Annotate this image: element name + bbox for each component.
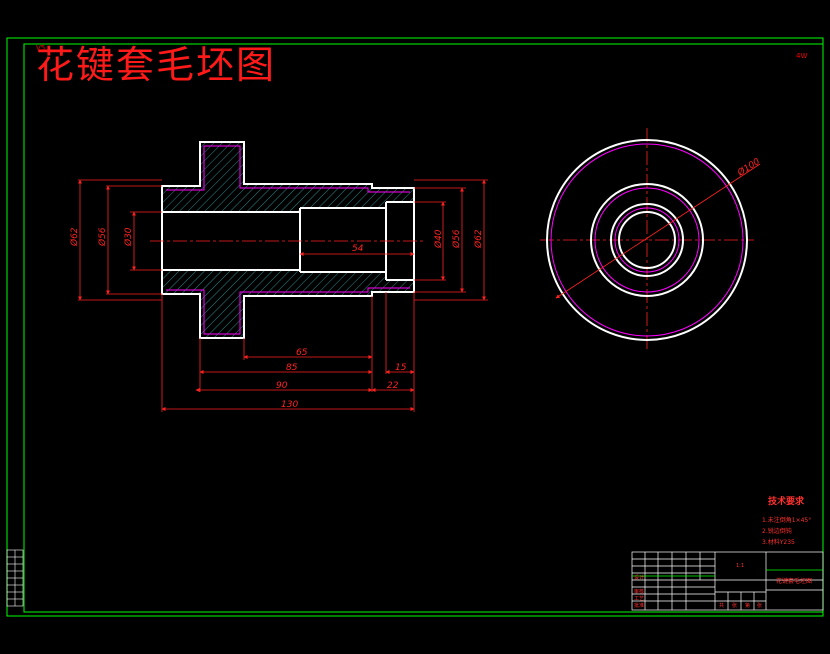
contour-lower: [161, 270, 415, 339]
dim-d56-right: Ø56: [451, 229, 462, 249]
bore-circle: [618, 211, 676, 269]
titleblock-bottom-1: 共: [719, 603, 725, 609]
dim-54: 54: [352, 244, 364, 254]
titleblock-label-3: 工艺: [634, 596, 645, 602]
tech-line-2: 2.锐边倒钝: [762, 528, 792, 535]
outer-circle-inner: [550, 143, 744, 337]
contour-upper-inner: [166, 145, 410, 193]
revision-strip: [6, 549, 24, 607]
bore-circle-outer: [610, 203, 684, 277]
titleblock-bottom-4: 张: [757, 603, 763, 609]
front-view: Ø100: [540, 128, 762, 350]
inner-frame: [23, 43, 824, 613]
dim-d30: Ø30: [123, 227, 134, 247]
title-block: [631, 551, 824, 611]
dim-d40: Ø40: [433, 229, 444, 249]
hatch-upper: [162, 142, 414, 212]
dim-d62-right: Ø62: [473, 229, 484, 249]
contour-upper: [161, 141, 415, 212]
hatch-lower: [162, 270, 414, 338]
dim-85: 85: [286, 363, 298, 373]
dim-d62-left: Ø62: [69, 227, 80, 247]
titleblock-scale: 1:1: [736, 563, 745, 569]
dim-lines-left: [78, 179, 162, 301]
section-view: Ø62 Ø56 Ø30 54 Ø40 Ø56 Ø62 65 85 15 90 2…: [69, 141, 488, 412]
dim-22: 22: [387, 381, 399, 391]
titleblock-bottom-2: 张: [732, 603, 738, 609]
titleblock-bottom-3: 第: [745, 603, 751, 609]
titleblock-label-4: 批准: [634, 603, 645, 609]
outer-frame: [6, 37, 824, 617]
dim-d100: Ø100: [735, 156, 762, 179]
corner-mark-left: V5: [36, 44, 46, 52]
tech-line-1: 1.未注倒角1×45°: [762, 517, 812, 524]
page-title: 花键套毛坯图: [36, 43, 277, 87]
tech-line-3: 3.材料Y235: [762, 539, 795, 546]
dim-lines-bottom: [161, 292, 415, 412]
dim-d56-left: Ø56: [97, 227, 108, 247]
dim-15: 15: [395, 363, 407, 373]
titleblock-name: 花键套毛坯图: [776, 578, 813, 585]
dim-65: 65: [296, 348, 308, 358]
corner-mark-right: 4W: [796, 52, 808, 60]
bore-circle-mid: [614, 207, 680, 273]
titleblock-label-2: 审核: [634, 589, 645, 595]
dim-90: 90: [276, 381, 288, 391]
tech-requirements-heading: 技术要求: [768, 497, 805, 507]
dim-lines-right: [414, 179, 488, 301]
contour-lower-inner: [166, 287, 410, 335]
outer-circle: [546, 139, 748, 341]
mid-circle: [590, 183, 704, 297]
dim-130: 130: [281, 400, 298, 410]
mid-circle-inner: [594, 187, 700, 293]
dim-d100-line: [555, 163, 761, 299]
titleblock-label-1: 设计: [634, 575, 645, 581]
